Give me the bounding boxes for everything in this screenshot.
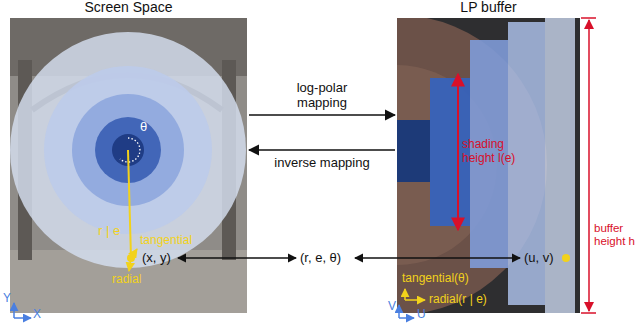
dimension-tick	[581, 312, 596, 314]
sample-point	[562, 254, 570, 262]
mapping-arrow	[249, 149, 395, 150]
direction-label: radial(r | e)	[429, 293, 487, 307]
dimension-tick	[581, 17, 596, 19]
photo-floor	[10, 250, 247, 313]
dimension-label: shading height l(e)	[462, 138, 526, 166]
axis-arrow	[404, 289, 406, 300]
axis-label: V	[388, 300, 396, 314]
dimension-arrow	[588, 20, 590, 311]
warped-photo	[397, 18, 547, 313]
mapping-label: log-polar mapping	[272, 80, 372, 110]
direction-label: radial	[112, 273, 141, 287]
axis-label: X	[33, 308, 41, 322]
axis-arrow	[399, 317, 414, 319]
coordinate-label: (x, y)	[142, 251, 171, 266]
sample-point	[127, 254, 135, 262]
shading-band	[545, 18, 575, 313]
axis-arrow	[14, 317, 31, 319]
coordinate-label: (r, e, θ)	[300, 251, 341, 266]
shading-ring	[10, 32, 246, 268]
radius-line	[128, 150, 131, 258]
panel-title: LP buffer	[397, 0, 580, 15]
angle-arc	[120, 138, 140, 162]
correspondence-arrow	[178, 257, 296, 258]
mapping-label: inverse mapping	[272, 155, 372, 170]
mapping-arrow	[249, 114, 395, 115]
buffer-panel: LP buffer	[397, 18, 580, 313]
screen-panel: Screen Space	[10, 18, 247, 313]
panel-title: Screen Space	[10, 0, 247, 15]
axis-label: Y	[3, 292, 11, 306]
axis-arrow	[405, 299, 425, 301]
shading-band	[397, 120, 430, 182]
correspondence-arrow	[355, 257, 520, 258]
angle-label: θ	[140, 120, 147, 135]
lp-buffer-image	[397, 18, 580, 313]
axis-arrow	[398, 305, 400, 318]
direction-label: tangential(θ)	[402, 272, 469, 286]
direction-label: tangential	[140, 234, 192, 248]
radius-label: r | e	[98, 224, 120, 239]
dimension-arrow	[457, 74, 459, 230]
photo-ground	[10, 18, 247, 313]
dimension-label: buffer height h	[594, 222, 638, 248]
screen-photo	[10, 18, 247, 313]
coordinate-label: (u, v)	[524, 251, 554, 266]
axis-arrow	[13, 303, 15, 318]
axis-label: U	[417, 308, 426, 322]
